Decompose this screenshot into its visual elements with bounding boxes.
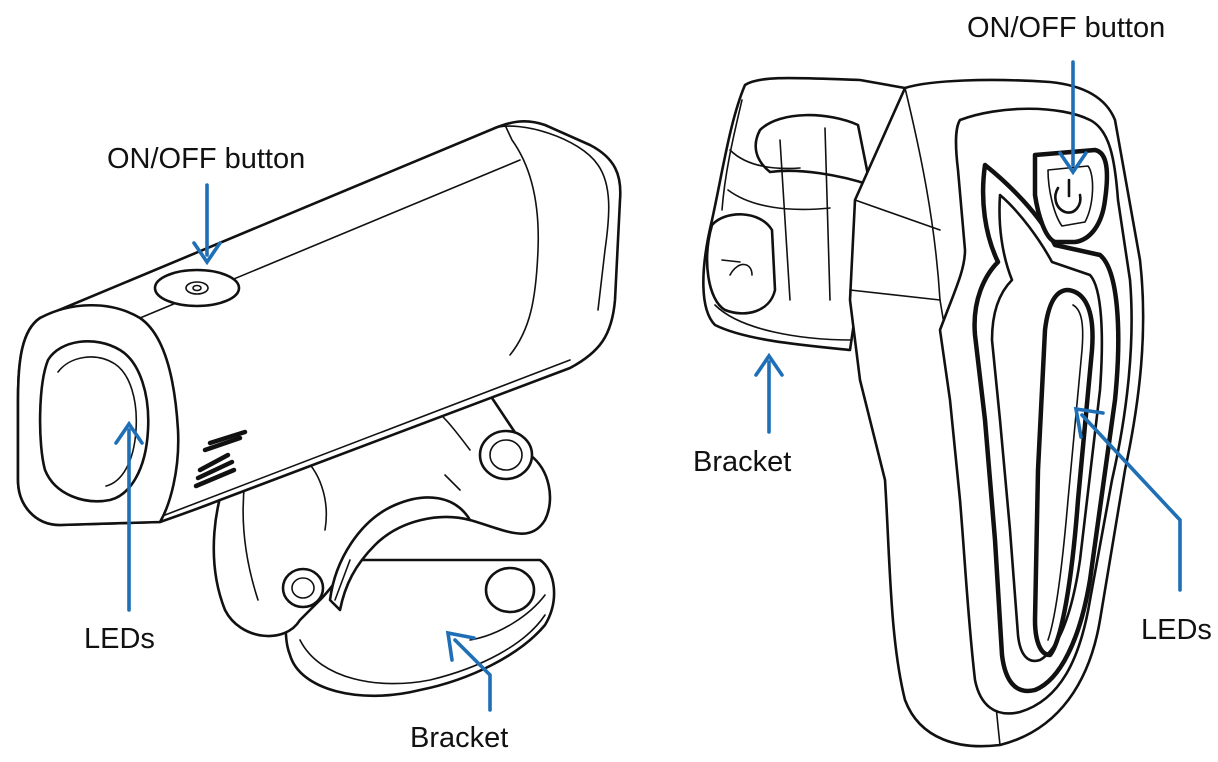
front-bracket-label: Bracket: [410, 722, 509, 754]
rear-bracket-label: Bracket: [693, 446, 792, 478]
arrow-front-bracket: [445, 630, 492, 712]
arrow-front-onoff: [192, 183, 222, 266]
front-leds-label: LEDs: [84, 623, 155, 655]
rear-on-off-button-label: ON/OFF button: [967, 12, 1166, 44]
front-power-button: [153, 268, 241, 308]
arrow-rear-onoff: [1058, 60, 1088, 176]
rear-light-illustration: [702, 76, 1145, 748]
rear-leds-label: LEDs: [1141, 614, 1212, 646]
arrow-front-leds: [114, 420, 144, 612]
front-light-body: [16, 119, 622, 527]
front-light-illustration: [16, 119, 622, 698]
arrow-rear-bracket: [754, 352, 784, 434]
rear-light-body: [848, 78, 1145, 748]
callout-arrows: [114, 60, 1182, 712]
front-on-off-button-label: ON/OFF button: [107, 143, 306, 175]
rear-power-button: [1032, 147, 1110, 245]
arrow-rear-leds: [1073, 406, 1182, 592]
